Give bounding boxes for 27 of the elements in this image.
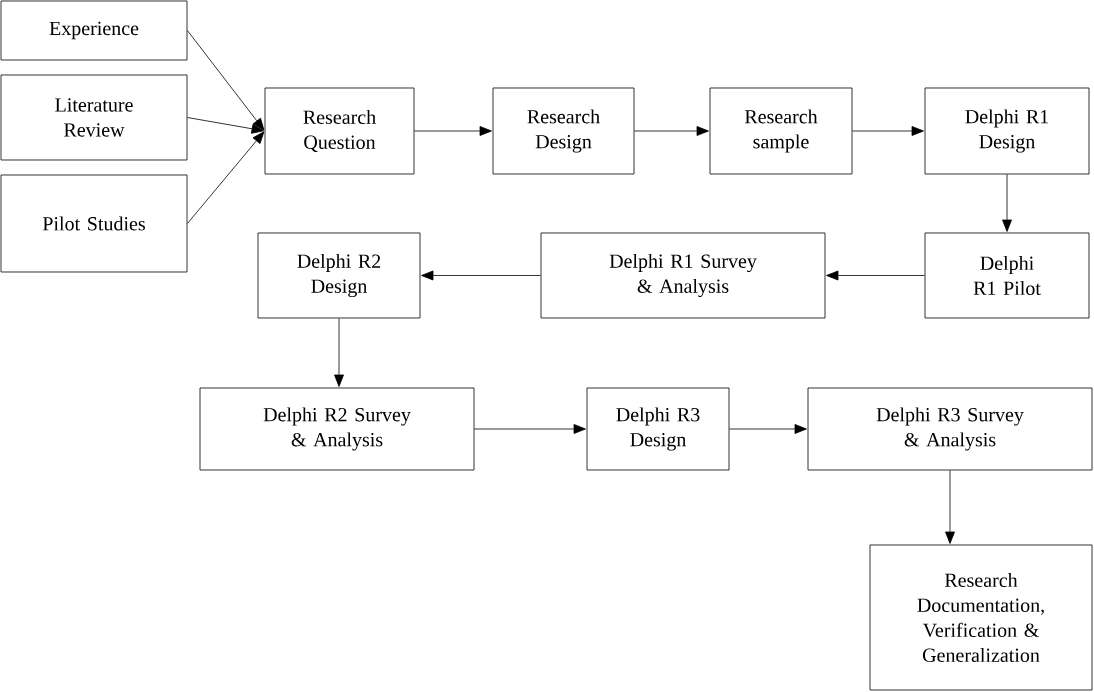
- process-box: Delphi R2 Design: [257, 232, 421, 319]
- arrow: [852, 126, 924, 136]
- arrow: [729, 424, 807, 434]
- arrow: [421, 270, 541, 281]
- process-box: Delphi R3 Design: [586, 387, 730, 471]
- process-box: Research Question: [264, 87, 415, 175]
- process-box: Research Documentation, Verification & Generalization: [869, 544, 1093, 691]
- arrow: [1002, 174, 1012, 232]
- process-box: Delphi R1 Pilot: [924, 232, 1090, 319]
- process-box: Literature Review: [0, 74, 188, 161]
- arrow: [187, 30, 265, 131]
- arrow: [414, 126, 492, 136]
- process-box: Delphi R1 Survey & Analysis: [540, 232, 826, 319]
- arrow: [945, 470, 955, 544]
- process-box: Pilot Studies: [0, 174, 188, 273]
- process-box: Delphi R3 Survey & Analysis: [807, 387, 1093, 471]
- process-box: Research Design: [492, 87, 635, 175]
- process-box: Research sample: [709, 87, 853, 175]
- arrow: [187, 131, 265, 224]
- arrow: [187, 117, 264, 134]
- process-box: Delphi R1 Design: [924, 87, 1090, 175]
- arrow: [474, 424, 586, 434]
- arrow: [826, 270, 925, 281]
- arrow: [334, 318, 344, 387]
- process-box: Experience: [0, 0, 188, 61]
- process-box: Delphi R2 Survey & Analysis: [199, 387, 475, 471]
- arrow: [634, 126, 709, 136]
